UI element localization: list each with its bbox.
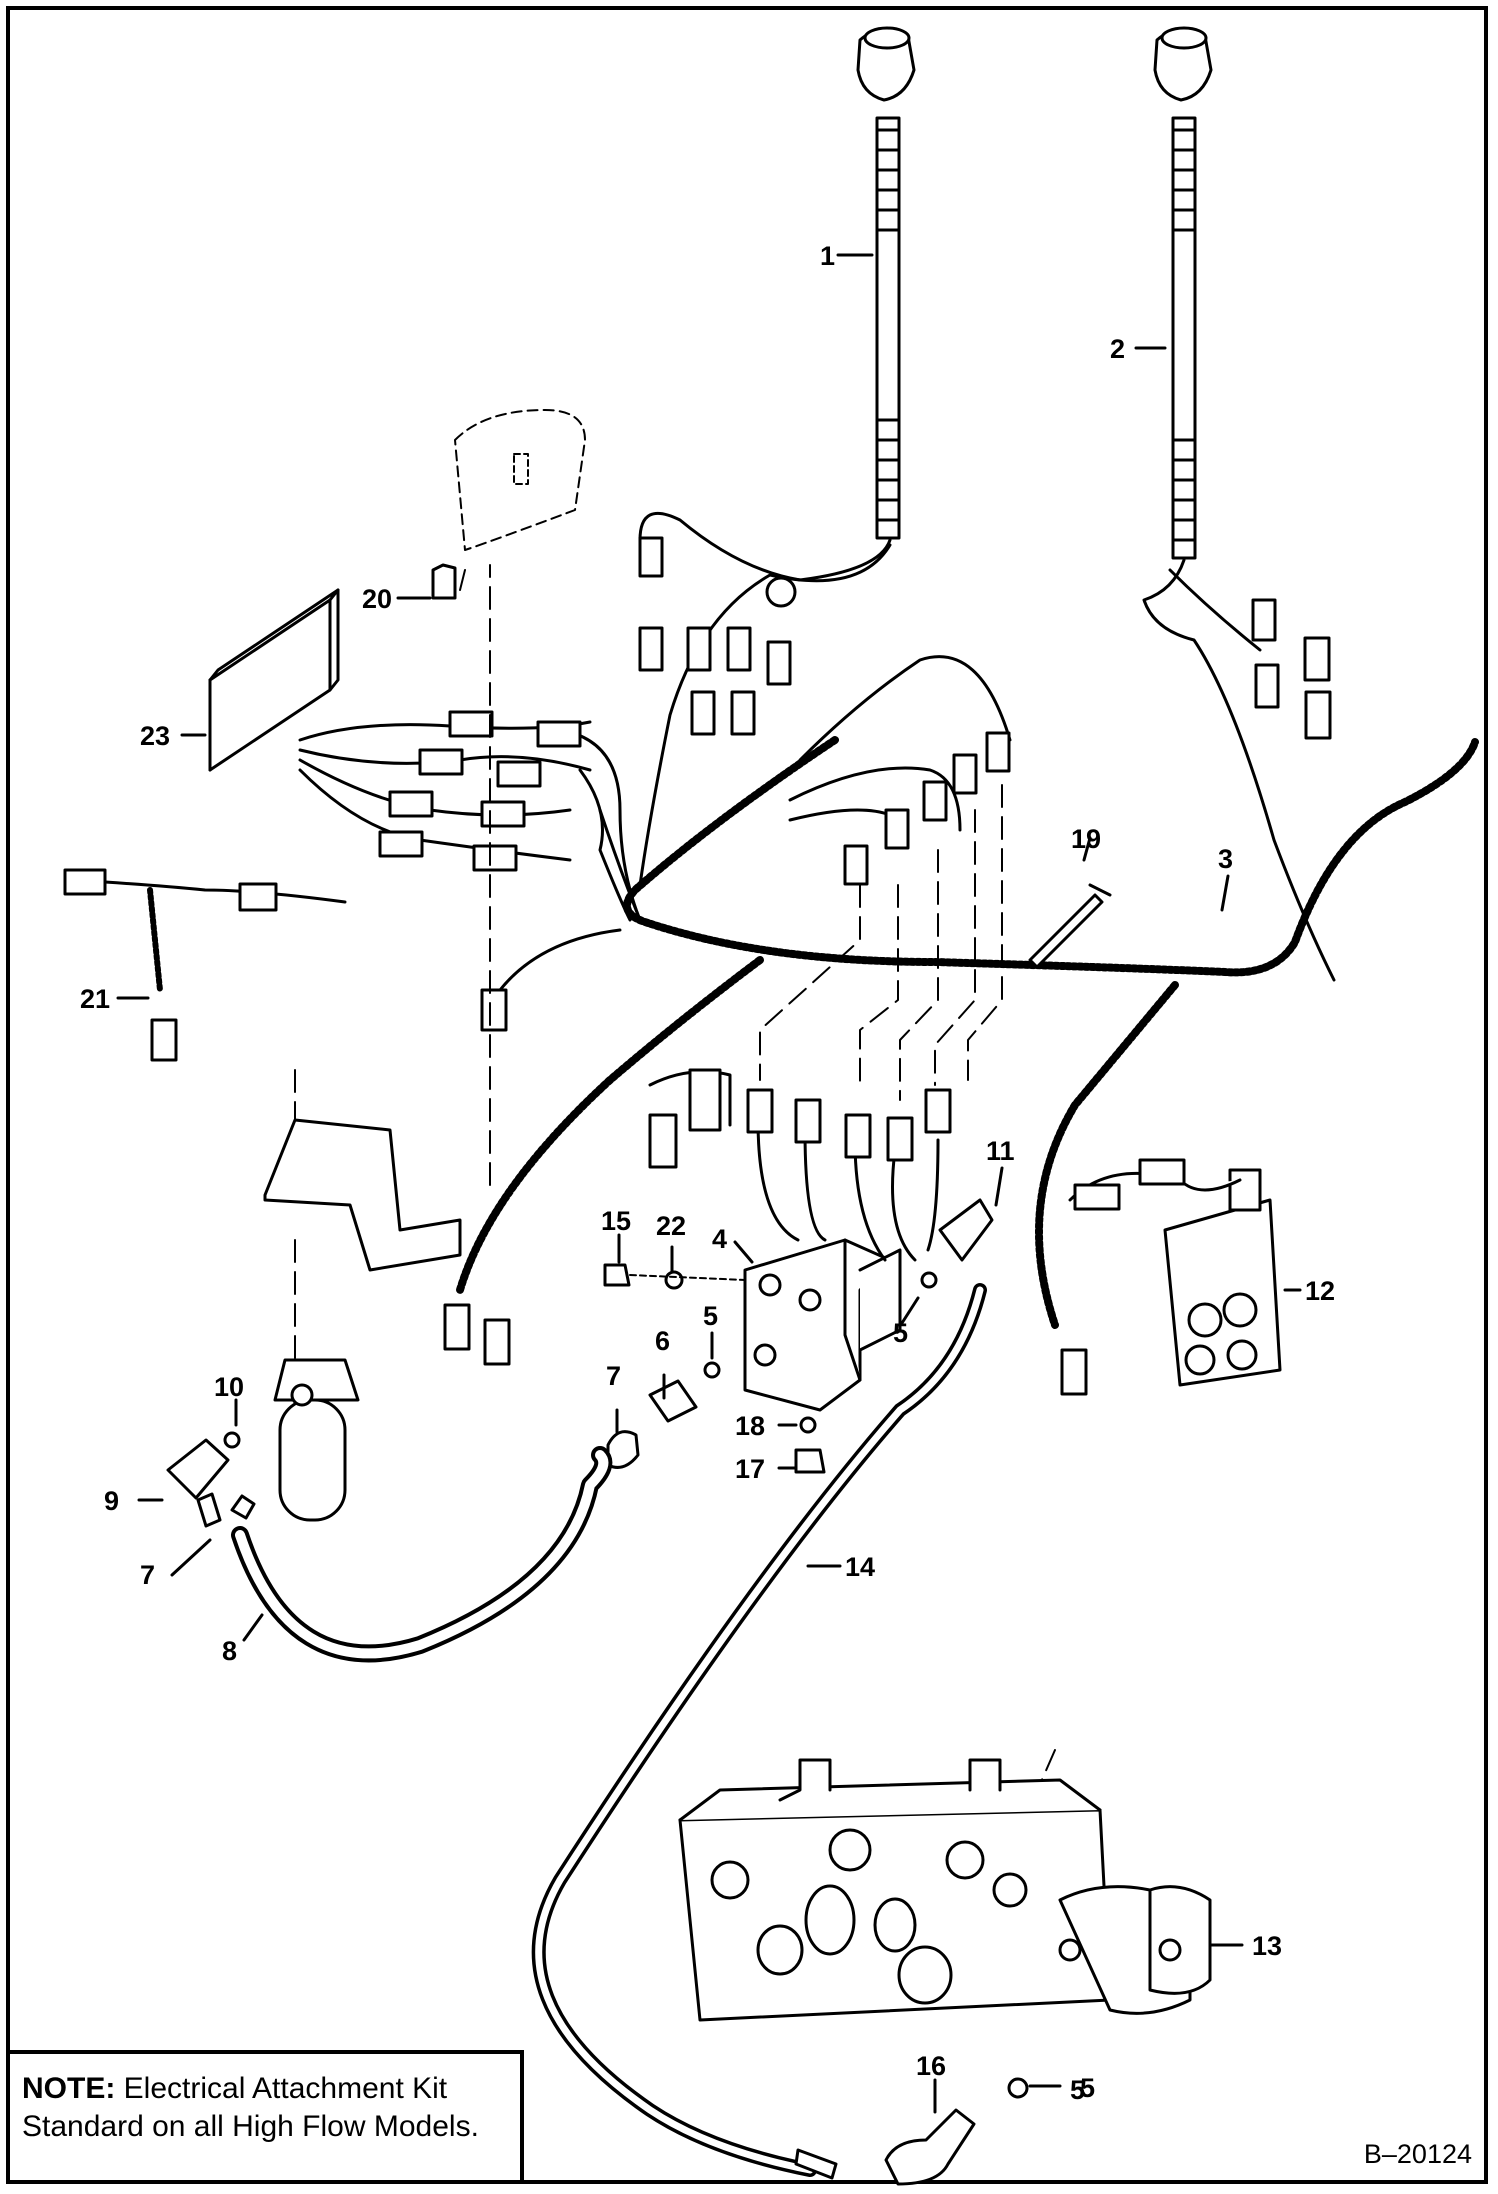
callout-16: 16 — [916, 2051, 946, 2081]
module-connectors — [378, 710, 582, 872]
callout-22: 22 — [656, 1211, 686, 1241]
callout-18: 18 — [735, 1411, 765, 1441]
callout-9: 9 — [104, 1486, 119, 1516]
callout-4: 4 — [712, 1224, 727, 1254]
callout-13: 13 — [1252, 1931, 1282, 1961]
callout-12: 12 — [1305, 1276, 1335, 1306]
jumper-harness — [63, 868, 347, 1062]
callout-11: 11 — [986, 1136, 1015, 1166]
callout-23: 23 — [140, 721, 170, 751]
note-box: NOTE: Electrical Attachment Kit Standard… — [10, 2050, 524, 2180]
callout-8: 8 — [222, 1636, 237, 1666]
valve-harness — [648, 1068, 952, 1262]
harness-connectors — [443, 731, 1088, 1396]
callout-20: 20 — [362, 584, 392, 614]
control-valve-assembly — [1068, 1158, 1282, 1387]
mounting-plate — [263, 1118, 462, 1272]
note-text-2: Standard on all High Flow Models. — [22, 2110, 479, 2143]
elbow-fitting — [166, 1438, 256, 1528]
pump-elbow-fitting — [884, 2077, 1029, 2186]
callout-1: 1 — [820, 241, 835, 271]
hydraulic-filter — [223, 1358, 360, 1522]
callout-7b: 7 — [140, 1560, 155, 1590]
callout-17: 17 — [735, 1454, 765, 1484]
callout-19: 19 — [1071, 824, 1101, 854]
callout-14: 14 — [845, 1552, 875, 1582]
callouts: 1 2 3 4 5 5 5 5 6 7 7 8 9 10 11 12 13 14… — [80, 241, 1335, 2105]
callout-10: 10 — [214, 1372, 244, 1402]
note-label: NOTE: — [22, 2072, 116, 2105]
module-harness — [298, 720, 642, 922]
callout-5c: 5 — [1080, 2073, 1095, 2103]
control-module — [208, 588, 340, 772]
callout-6: 6 — [655, 1326, 670, 1356]
bolt-and-washer — [603, 1263, 746, 1290]
callout-21: 21 — [80, 984, 110, 1014]
callout-15: 15 — [601, 1206, 631, 1236]
hydrostatic-pump — [678, 1758, 1212, 2022]
note-text-1: Electrical Attachment Kit — [123, 2072, 448, 2105]
callout-7a: 7 — [606, 1361, 621, 1391]
callout-2: 2 — [1110, 334, 1125, 364]
alignment-lines — [294, 564, 1056, 1831]
joystick-handle-right — [1153, 26, 1213, 560]
fittings — [606, 1198, 994, 1474]
callout-5d: 5 — [1070, 2075, 1085, 2105]
switch-bracket — [431, 409, 586, 600]
connectors-upper — [638, 536, 1332, 740]
cable-tie — [1028, 883, 1112, 969]
callout-3: 3 — [1218, 844, 1233, 874]
joystick-handle-left — [856, 26, 916, 540]
leader-lines — [116, 253, 1302, 2114]
figure-id: B–20124 — [1363, 2139, 1472, 2169]
note-line-1: NOTE: Electrical Attachment Kit — [22, 2070, 510, 2108]
diagram-frame — [6, 6, 1488, 2184]
callout-5a: 5 — [703, 1301, 718, 1331]
valve-block — [743, 1238, 902, 1412]
joystick-wires — [638, 511, 1336, 982]
callout-5b: 5 — [893, 1318, 908, 1348]
